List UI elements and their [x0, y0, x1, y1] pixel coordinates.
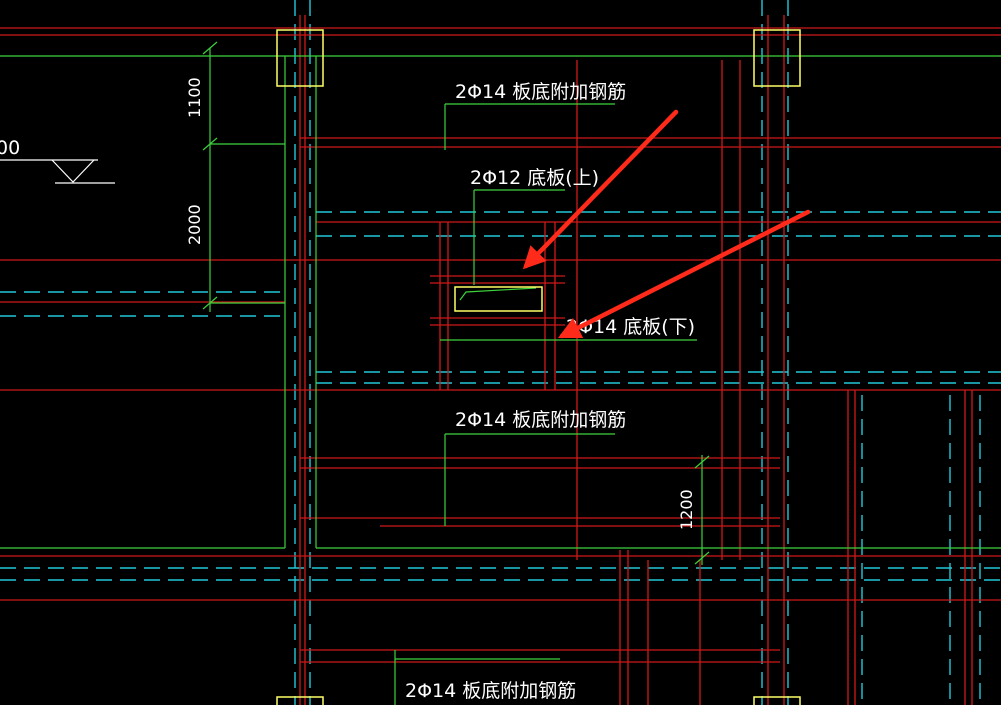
opening-outline — [454, 286, 543, 312]
elevation-mark — [0, 159, 115, 184]
label-lower-slab-bar: 2Φ14 底板(下) — [566, 316, 695, 338]
label-upper-slab-bar: 2Φ12 底板(上) — [470, 167, 599, 189]
columns — [276, 29, 801, 705]
arrow-lower — [557, 209, 811, 339]
elevation-text: 00 — [0, 137, 20, 159]
markup-arrows — [522, 109, 811, 339]
arrow-upper — [522, 109, 679, 270]
label-mid-extra-bar: 2Φ14 板底附加钢筋 — [455, 409, 626, 431]
wall-lines — [0, 41, 1001, 705]
dimension-1200: 1200 — [677, 489, 696, 530]
label-bottom-extra-bar: 2Φ14 板底附加钢筋 — [405, 680, 576, 702]
label-top-extra-bar: 2Φ14 板底附加钢筋 — [455, 81, 626, 103]
dimension-2000: 2000 — [185, 204, 204, 245]
dimension-1100: 1100 — [185, 77, 204, 118]
beam-lines — [0, 15, 1001, 705]
